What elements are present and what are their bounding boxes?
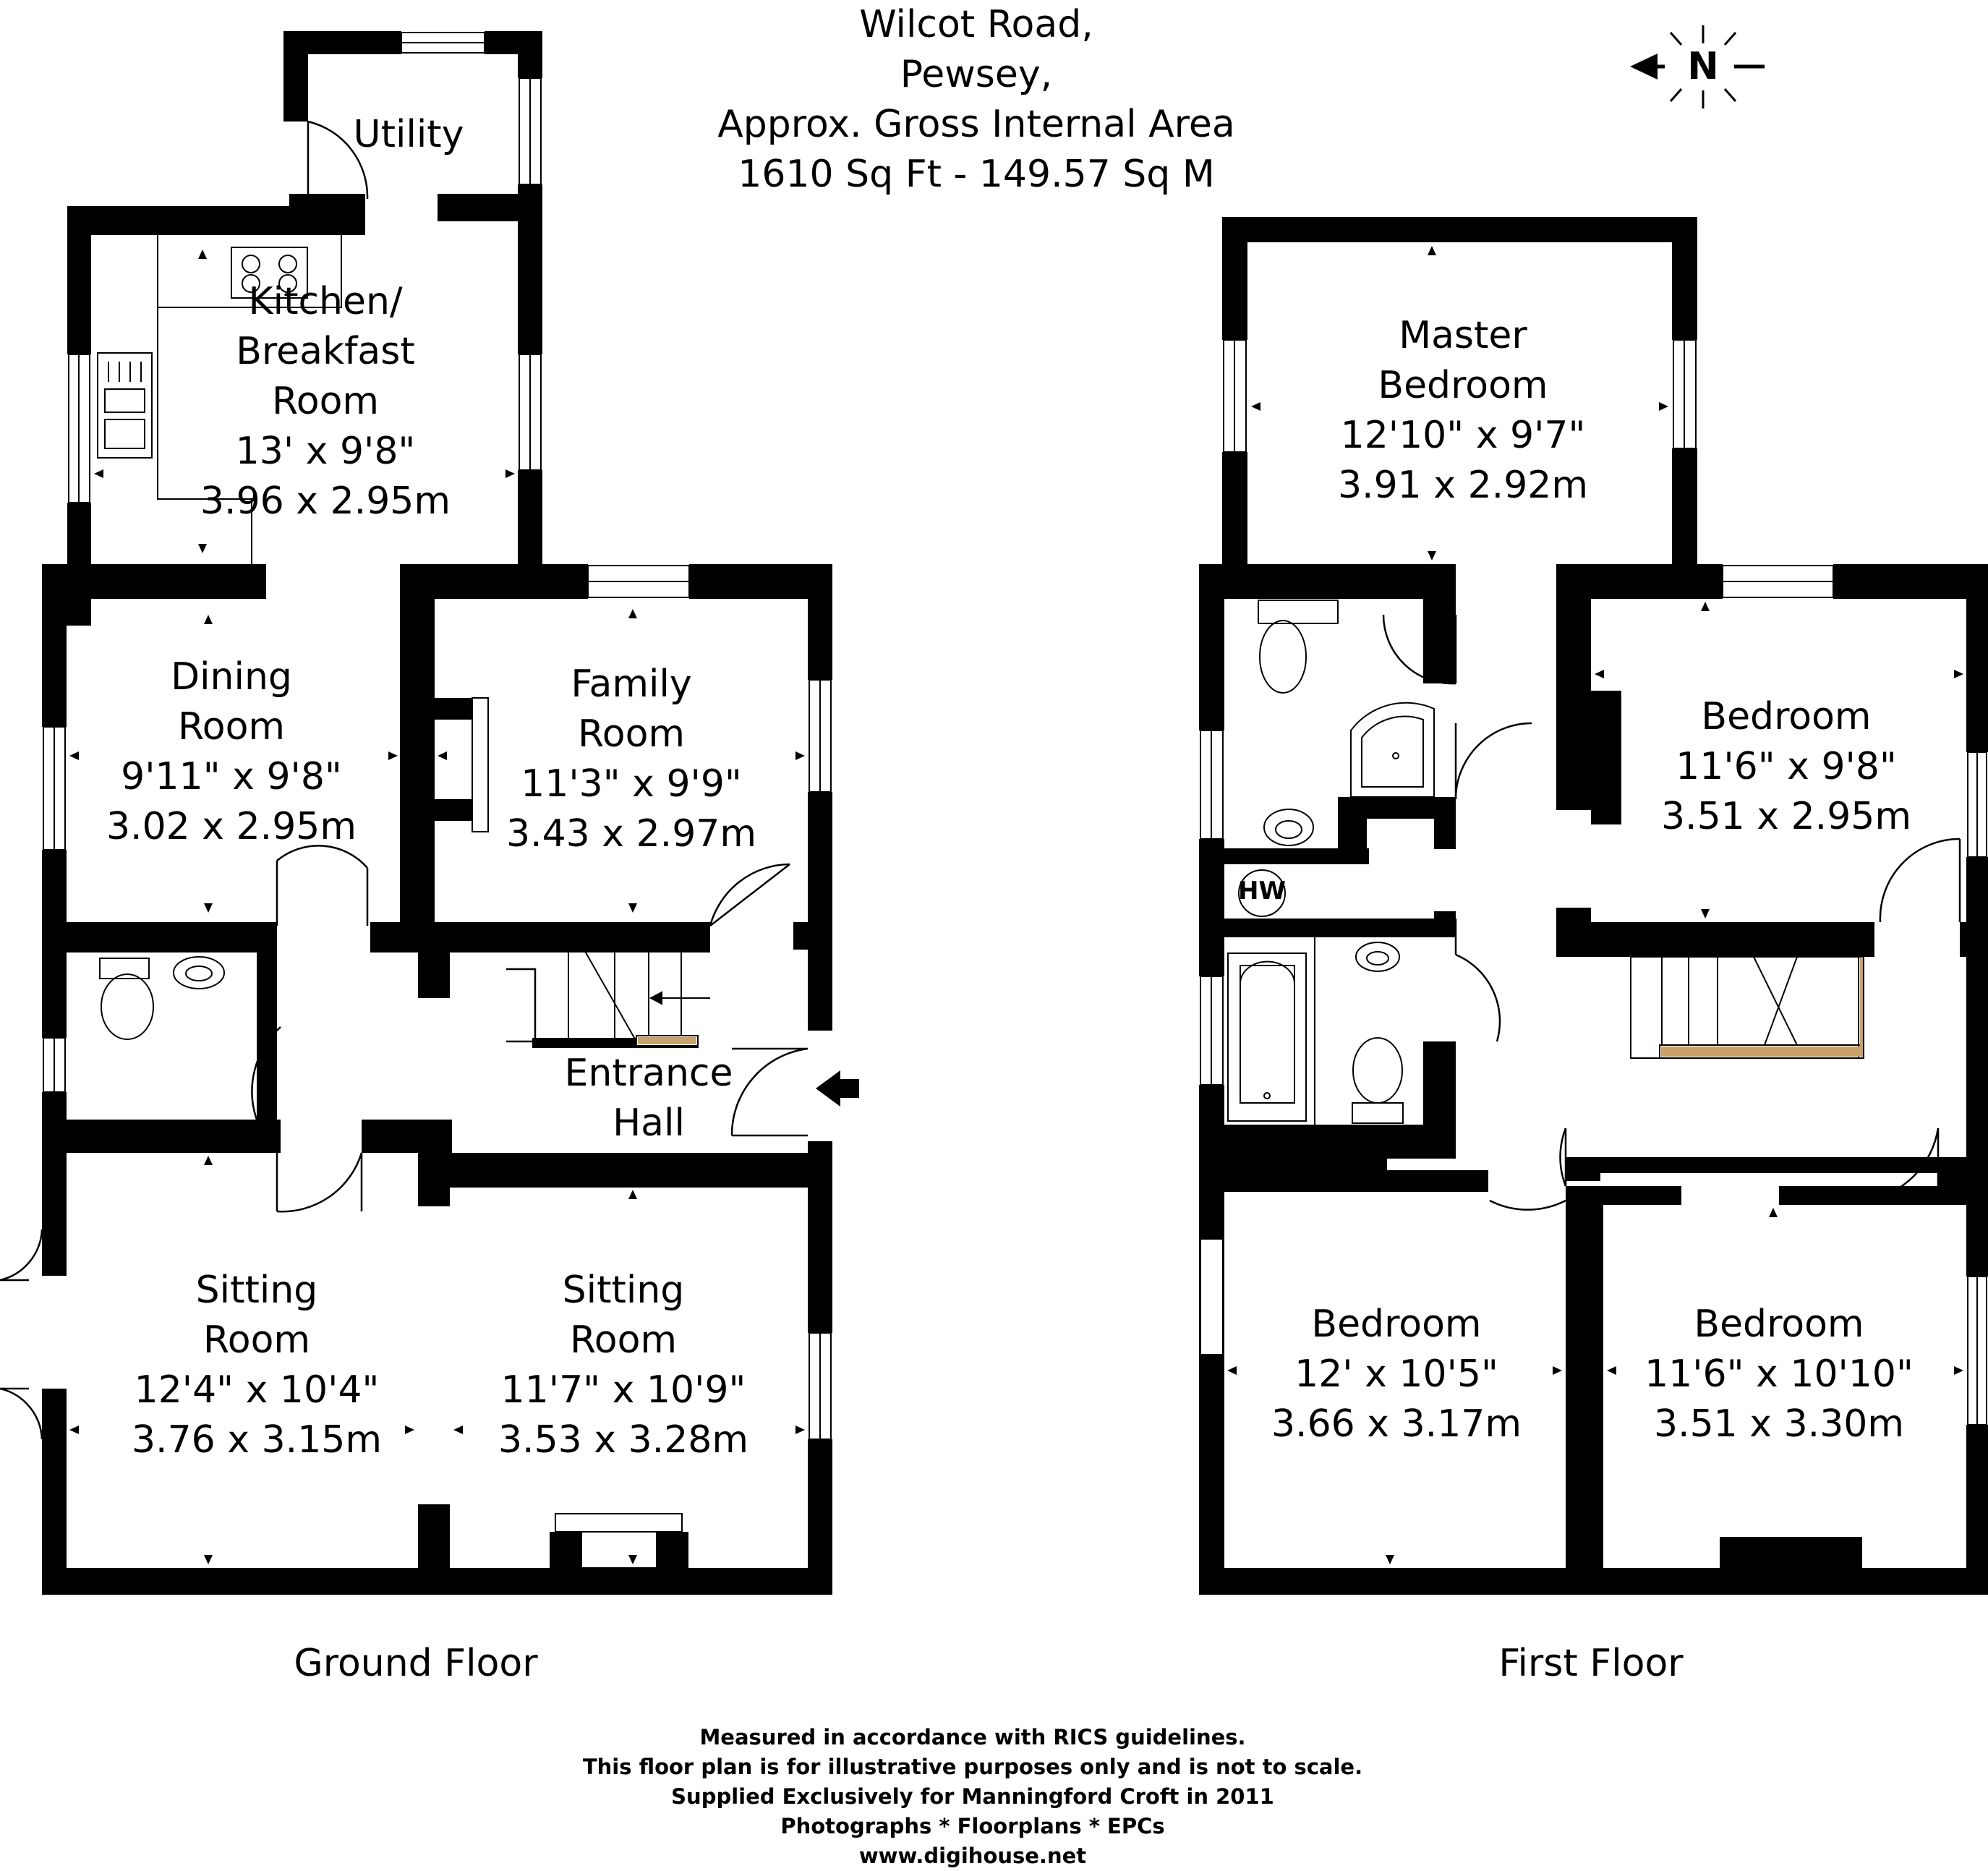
dining-imperial: 9'11" x 9'8" <box>121 755 342 798</box>
first-floor-title: First Floor <box>1498 1642 1684 1685</box>
dining-metric: 3.02 x 2.95m <box>106 805 357 848</box>
master-name2: Bedroom <box>1378 364 1548 407</box>
sitting2-metric: 3.53 x 3.28m <box>498 1418 749 1462</box>
bed-right-metric: 3.51 x 2.95m <box>1660 795 1912 838</box>
family-metric: 3.43 x 2.97m <box>505 812 757 856</box>
master-imperial: 12'10" x 9'7" <box>1340 414 1586 457</box>
bed-br-imperial: 11'6" x 10'10" <box>1644 1352 1914 1396</box>
footer-line2: This floor plan is for illustrative purp… <box>582 1755 1363 1779</box>
bed-bl-name: Bedroom <box>1311 1303 1482 1346</box>
kitchen-name3: Room <box>271 380 380 423</box>
footer-website: www.digihouse.net <box>858 1844 1087 1868</box>
footer-line3: Supplied Exclusively for Manningford Cro… <box>671 1784 1274 1809</box>
sitting2-name1: Sitting <box>562 1269 685 1312</box>
area-label: Approx. Gross Internal Area <box>717 103 1235 146</box>
sitting2-imperial: 11'7" x 10'9" <box>500 1368 746 1412</box>
north-compass-icon <box>1630 25 1765 108</box>
area-value: 1610 Sq Ft - 149.57 Sq M <box>738 153 1215 196</box>
entrance-arrow-icon <box>816 1070 859 1107</box>
family-name2: Room <box>577 712 686 756</box>
hot-water-label: HW <box>1238 877 1286 905</box>
address-line1: Wilcot Road, <box>859 3 1093 46</box>
bed-bl-imperial: 12' x 10'5" <box>1294 1352 1498 1396</box>
first-floor-walls <box>1199 217 1988 1595</box>
bed-br-name: Bedroom <box>1694 1303 1864 1346</box>
compass-letter: N <box>1687 45 1719 88</box>
doors <box>0 120 1961 1440</box>
hall-name2: Hall <box>613 1101 685 1145</box>
kitchen-imperial: 13' x 9'8" <box>235 430 416 473</box>
bed-right-imperial: 11'6" x 9'8" <box>1676 745 1897 788</box>
sitting1-name2: Room <box>202 1318 311 1362</box>
sitting1-name1: Sitting <box>195 1269 318 1312</box>
kitchen-name1: Kitchen/ <box>248 280 403 323</box>
dimension-ticks <box>69 246 1963 1564</box>
sitting1-imperial: 12'4" x 10'4" <box>134 1368 380 1412</box>
kitchen-name2: Breakfast <box>236 330 415 373</box>
bed-right-name: Bedroom <box>1701 695 1872 738</box>
bed-br-metric: 3.51 x 3.30m <box>1653 1402 1905 1446</box>
stair-nosing <box>638 958 1863 1057</box>
utility-label: Utility <box>353 113 464 156</box>
family-imperial: 11'3" x 9'9" <box>521 762 742 806</box>
dining-name2: Room <box>177 705 286 749</box>
ground-floor-title: Ground Floor <box>294 1642 538 1685</box>
footer-line1: Measured in accordance with RICS guideli… <box>699 1725 1246 1749</box>
bed-bl-metric: 3.66 x 3.17m <box>1271 1402 1522 1446</box>
hall-name1: Entrance <box>564 1052 733 1095</box>
sitting2-name2: Room <box>569 1318 678 1362</box>
windows <box>43 32 1987 1569</box>
master-name1: Master <box>1399 314 1527 357</box>
dining-name1: Dining <box>171 655 292 699</box>
address-line2: Pewsey, <box>900 53 1053 96</box>
master-metric: 3.91 x 2.92m <box>1337 464 1589 507</box>
footer-line4: Photographs * Floorplans * EPCs <box>780 1814 1165 1838</box>
sitting1-metric: 3.76 x 3.15m <box>131 1418 383 1462</box>
family-name1: Family <box>571 662 692 706</box>
ground-floor-walls <box>42 31 832 1595</box>
kitchen-metric: 3.96 x 2.95m <box>200 480 451 523</box>
